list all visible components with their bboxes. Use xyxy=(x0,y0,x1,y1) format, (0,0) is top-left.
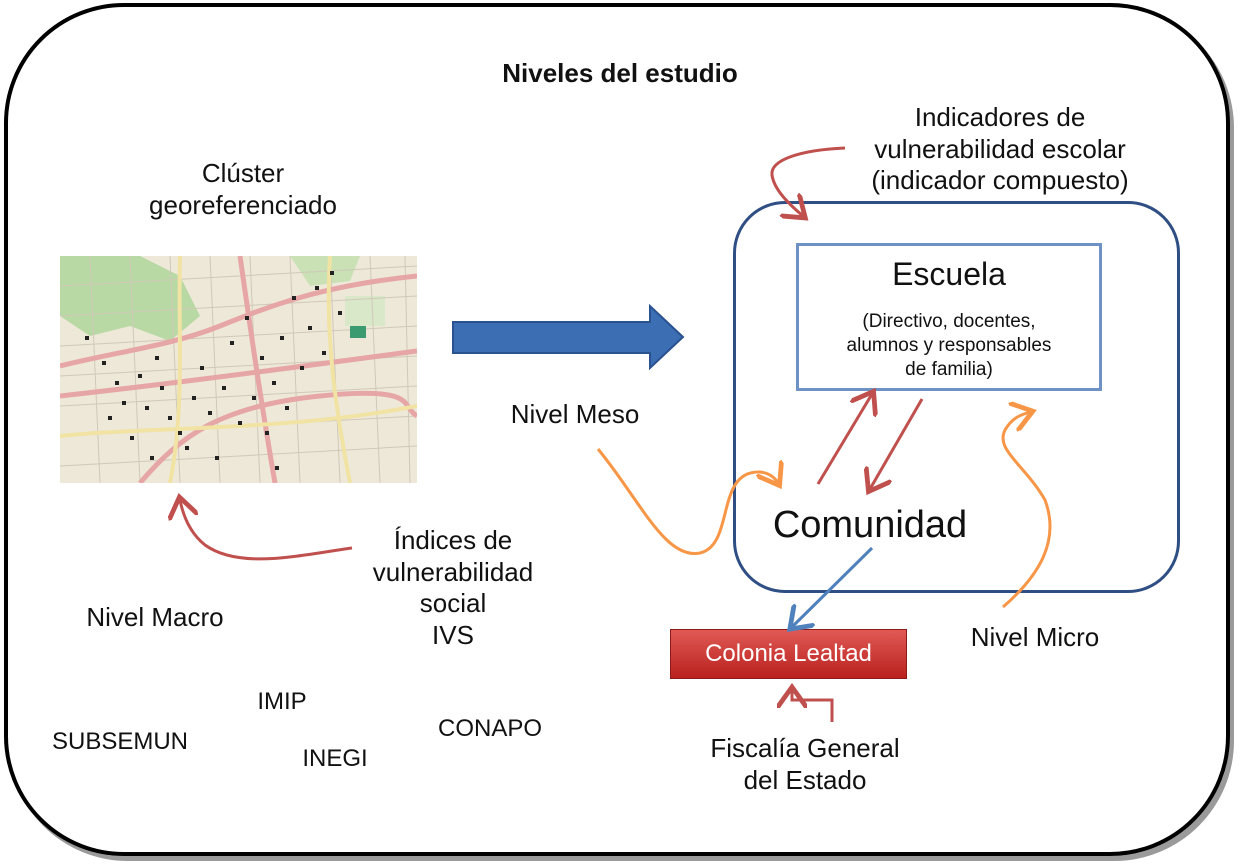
fiscalia-to-colonia-arrow xyxy=(792,690,834,722)
micro-to-escuela-arrow xyxy=(1001,412,1052,609)
nivel-meso-label: Nivel Meso xyxy=(510,399,640,429)
diagram-frame xyxy=(4,3,1230,856)
source-subsemun: SUBSEMUN xyxy=(51,728,189,755)
map-graphic xyxy=(60,256,417,483)
indicadores-label: Indicadores de vulnerabilidad escolar (i… xyxy=(871,102,1129,196)
cluster-label: Clúster georeferenciado xyxy=(149,158,337,220)
escuela-to-comunidad-arrow xyxy=(870,398,924,489)
source-imip: IMIP xyxy=(257,688,307,715)
big-right-arrow xyxy=(452,303,685,371)
escuela-title: Escuela xyxy=(892,256,1006,292)
cluster-map-image xyxy=(60,256,417,483)
nivel-macro-label: Nivel Macro xyxy=(86,602,224,632)
escuela-box: Escuela (Directivo, docentes, alumnos y … xyxy=(796,243,1102,391)
escuela-subtitle: (Directivo, docentes, alumnos y responsa… xyxy=(846,311,1052,380)
indices-to-map-arrow xyxy=(180,500,353,561)
source-conapo: CONAPO xyxy=(437,715,542,742)
indicadores-arrow xyxy=(770,146,846,216)
comunidad-to-colonia-arrow xyxy=(792,546,874,627)
source-inegi: INEGI xyxy=(302,745,368,772)
fiscalia-label: Fiscalía General del Estado xyxy=(710,733,900,795)
school-community-box xyxy=(733,201,1180,593)
meso-to-comunidad-arrow xyxy=(596,448,778,555)
diagram-title: Niveles del estudio xyxy=(502,58,738,88)
comunidad-to-escuela-arrow xyxy=(816,394,872,485)
indices-label: Índices de vulnerabilidad social IVS xyxy=(372,525,534,651)
nivel-micro-label: Nivel Micro xyxy=(970,622,1100,652)
comunidad-label: Comunidad xyxy=(772,504,968,546)
